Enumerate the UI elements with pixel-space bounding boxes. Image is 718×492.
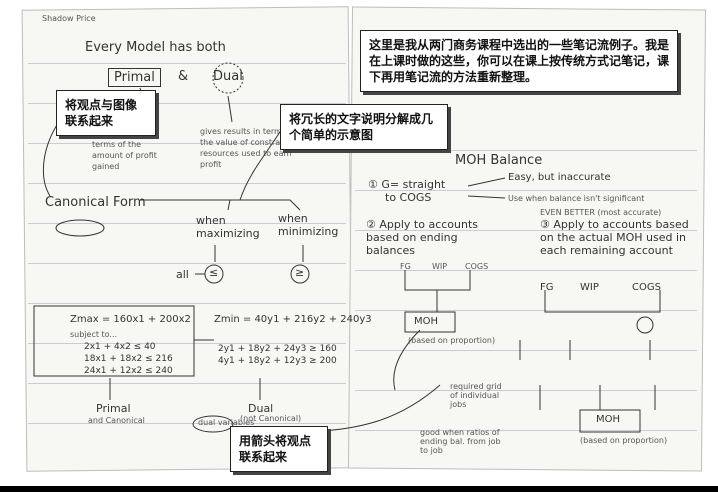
item2-fg: FG	[400, 262, 411, 271]
primal-box	[33, 305, 195, 377]
rule-line	[28, 423, 346, 424]
item1-arrow-1	[467, 177, 506, 187]
item1-line1: ① G= straight	[368, 178, 446, 191]
dual-description: gives results in terms of the value of c…	[200, 127, 298, 169]
primal-result-label: Primal	[96, 402, 131, 415]
side-note-arrow	[393, 329, 421, 391]
good-when-note: good when ratios of ending bal. from job…	[420, 428, 501, 455]
primal-constraint-3: 24x1 + 12x2 ≤ 240	[84, 366, 173, 376]
item1-note-easy: Easy, but inaccurate	[508, 172, 611, 183]
leq-symbol: ≤	[209, 266, 219, 279]
rule-line	[28, 343, 346, 344]
callout-intro: 这里是我从两门商务课程中选出的一些笔记流例子。我是在上课时做的这些，你可以在课上…	[360, 30, 678, 92]
item1-note-use: Use when balance isn't significant	[508, 194, 645, 203]
primal-constraint-1: 2x1 + 4x2 ≤ 40	[84, 342, 156, 352]
even-better-note: EVEN BETTER (most accurate)	[540, 208, 662, 217]
rule-line	[355, 270, 697, 271]
item3-text: ③ Apply to accounts based on the actual …	[540, 218, 689, 257]
item2-text: ② Apply to accounts based on ending bala…	[366, 218, 479, 257]
moh-box-2	[579, 409, 641, 433]
dual-sun-outline	[212, 62, 244, 94]
cogs-circle	[636, 316, 654, 334]
primal-objective: Zmax = 160x1 + 200x2	[70, 314, 191, 325]
geq-circle	[290, 264, 310, 284]
rule-line	[355, 150, 697, 151]
item1-arrow-2	[467, 195, 506, 199]
ampersand: &	[178, 69, 189, 84]
canonical-branch	[140, 199, 231, 211]
dual-constraint-1: 2y1 + 18y2 + 24y3 ≥ 160	[218, 344, 337, 354]
moh-balance-title: MOH Balance	[455, 153, 543, 168]
item1-line2: to COGS	[385, 191, 432, 204]
rule-line	[355, 190, 697, 191]
rule-line	[355, 230, 697, 231]
rule-line	[28, 263, 346, 264]
dual-result-label: Dual	[248, 402, 274, 415]
item2-branch	[404, 270, 471, 291]
dual-variables-note: dual variables	[198, 418, 255, 427]
rule-line	[355, 350, 697, 351]
dual-link-line	[227, 95, 233, 123]
page-header: Shadow Price	[42, 14, 96, 23]
item2-cogs: COGS	[465, 262, 489, 271]
based-on-proportion-2: (based on proportion)	[580, 436, 668, 445]
callout-arrow-bottom	[305, 384, 441, 433]
rule-line	[355, 310, 697, 311]
moh-label-2: MOH	[596, 414, 621, 425]
when-minimizing: when minimizing	[278, 212, 339, 238]
item3-fg: FG	[540, 282, 554, 293]
primal-label: Primal	[108, 68, 161, 87]
callout-arrows: 用箭头将观点联系起来	[230, 426, 328, 472]
subject-to: subject to...	[70, 330, 118, 339]
item3-cogs: COGS	[632, 282, 661, 293]
rule-line	[28, 143, 346, 144]
bottom-bar	[0, 486, 718, 492]
based-on-proportion-1: (based on proportion)	[408, 336, 496, 345]
dual-label: Dual	[213, 69, 243, 84]
moh-label-1: MOH	[414, 316, 439, 327]
canonical-form-heading: Canonical Form	[45, 195, 146, 210]
rule-line	[28, 103, 346, 104]
dual-constraint-2: 4y1 + 18y2 + 12y3 ≥ 200	[218, 356, 337, 366]
rule-line	[28, 183, 346, 184]
item2-wip: WIP	[432, 262, 448, 271]
primal-result-sub: and Canonical	[88, 416, 145, 425]
primal-constraint-2: 18x1 + 18x2 ≤ 216	[84, 354, 173, 364]
item3-wip: WIP	[580, 282, 599, 293]
callout-link-images: 将观点与图像联系起来	[56, 90, 156, 136]
rule-line	[355, 430, 697, 431]
rule-line	[355, 390, 697, 391]
notes-title: Every Model has both	[85, 40, 226, 55]
rule-line	[28, 63, 346, 64]
pencil-sketch	[55, 219, 105, 237]
rule-line	[28, 223, 346, 224]
dual-result-sub: (not Canonical)	[240, 414, 302, 423]
rule-line	[28, 303, 346, 304]
canonical-branch-right	[228, 199, 301, 211]
dual-objective: Zmin = 40y1 + 216y2 + 240y3	[214, 314, 372, 325]
callout-break-text: 将冗长的文字说明分解成几个简单的示意图	[280, 104, 448, 150]
moh-box-1	[404, 311, 456, 333]
dual-vars-oval	[192, 415, 234, 433]
rule-line	[28, 383, 346, 384]
callout-arrow-left	[42, 119, 61, 197]
item3-branch	[544, 290, 661, 313]
geq-symbol: ≥	[295, 266, 305, 279]
required-grid-note: required grid of individual jobs	[450, 382, 502, 409]
all-label: all	[176, 268, 189, 281]
when-maximizing: when maximizing	[196, 214, 260, 240]
